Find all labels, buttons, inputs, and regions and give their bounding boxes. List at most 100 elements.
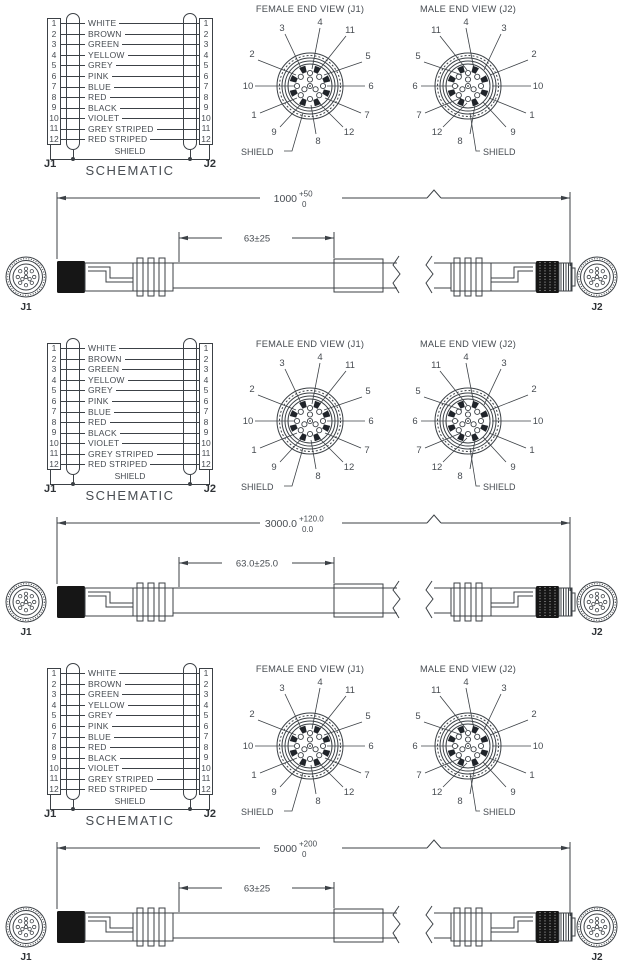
pin-callout: 10 <box>243 416 254 427</box>
wire-conductor: GREY STRIPED <box>61 448 199 459</box>
pin-callout: 1 <box>251 770 256 781</box>
pin-callout: 3 <box>501 683 506 694</box>
wire-conductor: VIOLET <box>61 113 199 124</box>
wire-line <box>61 54 199 56</box>
j1-pin-number: 10 <box>49 437 59 448</box>
wire-row: 5 GREY 5 <box>47 385 213 396</box>
cable-assembly-section: 1 WHITE 1 2 BROWN 2 <box>0 325 623 650</box>
wire-row: 7 BLUE 7 <box>47 406 213 417</box>
pin-callout: 12 <box>344 127 355 138</box>
wire-color-label: VIOLET <box>85 438 123 449</box>
wire-line <box>61 369 199 371</box>
j2-pin-number: 11 <box>201 123 211 134</box>
pin-callout: 9 <box>271 127 276 138</box>
shield-junction-dot <box>71 807 75 811</box>
wire-row: 3 GREEN 3 <box>47 39 213 50</box>
wire-color-label: GREY STRIPED <box>85 448 157 459</box>
j2-pin-number: 12 <box>201 459 211 470</box>
cable-assembly-section: 1 WHITE 1 2 BROWN 2 <box>0 0 623 325</box>
female-end-view-title: FEMALE END VIEW (J1) <box>256 664 364 674</box>
shield-stem-right <box>190 475 191 484</box>
whip-length-dimension: 63±25 <box>244 884 270 895</box>
pin-callout: 6 <box>368 81 373 92</box>
pin-callout: 3 <box>279 683 284 694</box>
j2-pin-number: 10 <box>201 437 211 448</box>
wire-line <box>61 432 199 434</box>
shield-stem-right <box>190 150 191 159</box>
j2-pin-column <box>199 18 213 145</box>
wire-row: 11 GREY STRIPED 11 <box>47 773 213 784</box>
wire-color-label: BLACK <box>85 427 120 438</box>
wire-row: 11 GREY STRIPED 11 <box>47 123 213 134</box>
wire-row: 6 PINK 6 <box>47 71 213 82</box>
wire-line <box>61 683 199 685</box>
j2-connector-outline <box>183 13 197 150</box>
j2-pin-number: 12 <box>201 134 211 145</box>
wire-conductor: BLACK <box>61 102 199 113</box>
wire-row: 10 VIOLET 10 <box>47 113 213 124</box>
j2-pin-number: 12 <box>201 784 211 795</box>
pin-callout: 9 <box>510 787 515 798</box>
pin-callout: 3 <box>279 23 284 34</box>
shield-junction-dot <box>71 157 75 161</box>
j1-pin-number: 11 <box>49 448 59 459</box>
j2-pin-number: 8 <box>203 741 209 752</box>
pin-callout: 5 <box>415 51 420 62</box>
wire-conductor: BLUE <box>61 731 199 742</box>
wire-line <box>61 747 199 749</box>
j1-pin-number: 12 <box>49 134 59 145</box>
pin-callout: 10 <box>243 81 254 92</box>
wire-row: 6 PINK 6 <box>47 721 213 732</box>
j1-pin-number: 9 <box>51 427 57 438</box>
j2-pin-number: 2 <box>203 678 209 689</box>
pin-callout: 8 <box>315 136 320 147</box>
wire-row: 12 RED STRIPED 12 <box>47 784 213 795</box>
j2-pin-number: 1 <box>203 343 209 354</box>
pin-callout: 7 <box>416 445 421 456</box>
wire-conductor: WHITE <box>61 343 199 354</box>
male-end-view-title: MALE END VIEW (J2) <box>420 339 516 349</box>
wire-color-label: GREY STRIPED <box>85 123 157 134</box>
overall-length-tolerance-plus: +50 <box>299 190 313 199</box>
j2-connector-outline <box>183 663 197 800</box>
wire-list: 1 WHITE 1 2 BROWN 2 <box>47 18 213 145</box>
pin-callout: 4 <box>317 17 322 28</box>
wire-color-label: PINK <box>85 396 112 406</box>
wire-conductor: BLUE <box>61 81 199 92</box>
pin-callout: 4 <box>463 677 468 688</box>
wire-list: 1 WHITE 1 2 BROWN 2 <box>47 668 213 795</box>
wire-conductor: BROWN <box>61 678 199 690</box>
wire-line <box>61 768 199 770</box>
wire-line <box>61 704 199 706</box>
j2-pin-column <box>199 668 213 795</box>
wire-line <box>61 358 199 360</box>
wire-color-label: YELLOW <box>85 49 128 60</box>
j2-pin-number: 7 <box>203 731 209 742</box>
male-end-view: MALE END VIEW (J2) 3 4 11 2 5 10 6 1 7 9… <box>412 4 543 157</box>
j2-pin-number: 8 <box>203 91 209 102</box>
j1-pin-number: 1 <box>51 343 57 354</box>
wire-line <box>61 44 199 46</box>
pin-callout: 4 <box>463 17 468 28</box>
cable-assembly-section: 1 WHITE 1 2 BROWN 2 <box>0 650 623 970</box>
j1-pin-number: 8 <box>51 416 57 427</box>
wire-row: 1 WHITE 1 <box>47 343 213 354</box>
wire-conductor: BROWN <box>61 353 199 365</box>
wire-row: 8 RED 8 <box>47 92 213 103</box>
pin-callout: 10 <box>243 741 254 752</box>
wire-color-label: VIOLET <box>85 113 123 124</box>
pin-callout: 3 <box>501 358 506 369</box>
j1-pin-number: 4 <box>51 49 57 60</box>
wire-row: 8 RED 8 <box>47 417 213 428</box>
pin-callout: 1 <box>529 110 534 121</box>
wire-list: 1 WHITE 1 2 BROWN 2 <box>47 343 213 470</box>
wire-line <box>61 726 199 727</box>
overall-length-tolerance-plus: +200 <box>299 840 318 849</box>
wire-conductor: RED <box>61 742 199 753</box>
male-end-view: MALE END VIEW (J2) 3 4 11 2 5 10 6 1 7 9… <box>412 339 543 492</box>
j2-connector-outline <box>183 338 197 475</box>
wire-row: 12 RED STRIPED 12 <box>47 459 213 470</box>
wire-row: 5 GREY 5 <box>47 710 213 721</box>
j1-pin-number: 8 <box>51 91 57 102</box>
pin-callout: 8 <box>315 796 320 807</box>
